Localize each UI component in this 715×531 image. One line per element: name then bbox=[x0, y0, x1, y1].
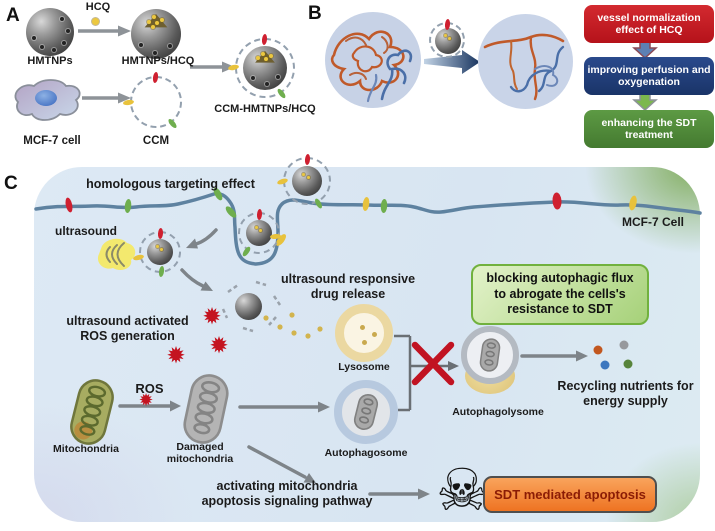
abnormal-vessels-image bbox=[324, 11, 422, 109]
ccm-hmtnps-hcq-label: CCM-HMTNPs/HCQ bbox=[214, 103, 316, 115]
autophagolysome-label: Autophagolysome bbox=[452, 406, 544, 418]
ccm-membrane-ring bbox=[122, 71, 182, 130]
apoptosis-pathway-label: activating mitochondria apoptosis signal… bbox=[201, 479, 373, 508]
panel-b-label: B bbox=[308, 3, 322, 24]
recycling-label: Recycling nutrients for energy supply bbox=[557, 379, 694, 408]
ccm-label: CCM bbox=[142, 135, 170, 147]
hmtnps-hcq-particle bbox=[131, 9, 181, 59]
damaged-mitochondria-illustration bbox=[174, 368, 238, 451]
flow-arrow-2-icon bbox=[632, 93, 658, 112]
targeting-particle bbox=[276, 153, 331, 210]
receptor-green-icon bbox=[167, 117, 178, 130]
mcf7-label: MCF-7 cell bbox=[23, 135, 81, 147]
hcq-label: HCQ bbox=[85, 1, 111, 13]
endocytosed-particle bbox=[238, 208, 282, 258]
lysosome-illustration bbox=[335, 304, 393, 362]
flow-box-vessel-normalization: vessel normalization effect of HCQ bbox=[584, 5, 714, 43]
autophagolysome-body bbox=[461, 326, 519, 384]
lysosome-label: Lysosome bbox=[338, 361, 390, 373]
flow-box-enhancing-sdt: enhancing the SDT treatment bbox=[584, 110, 714, 148]
ros-generation-label: ultrasound activated ROS generation bbox=[66, 314, 189, 343]
nucleus bbox=[35, 90, 57, 106]
ros-star-icon: ✹ bbox=[167, 345, 185, 367]
mitochondria-illustration bbox=[62, 373, 122, 452]
pore-icon bbox=[66, 29, 70, 33]
hmtnps-hcq-label: HMTNPs/HCQ bbox=[121, 55, 195, 67]
autophagolysome-illustration bbox=[458, 326, 524, 398]
particle-between-vessels bbox=[429, 18, 465, 58]
ultrasound-waves-icon bbox=[95, 237, 137, 271]
receptor-red-icon bbox=[304, 153, 311, 166]
mcf7-cell-illustration bbox=[8, 74, 84, 124]
pore-icon bbox=[52, 48, 56, 52]
hmtnps-label: HMTNPs bbox=[27, 55, 73, 67]
skull-crossbones-icon: ☠ bbox=[436, 458, 488, 523]
pore-icon bbox=[32, 36, 36, 40]
damaged-mitochondria-label: Damaged mitochondria bbox=[166, 441, 234, 466]
receptor-yellow-icon bbox=[227, 63, 240, 72]
particle-window bbox=[144, 13, 168, 28]
pore-icon bbox=[62, 41, 66, 45]
flow-arrow-1-icon bbox=[632, 41, 658, 60]
pore-icon bbox=[40, 45, 44, 49]
autophagosome-label: Autophagosome bbox=[324, 447, 408, 459]
drug-release-label: ultrasound responsive drug release bbox=[280, 272, 416, 301]
mcf7-cell-label: MCF-7 Cell bbox=[621, 215, 684, 229]
hcq-molecule-icon bbox=[92, 18, 99, 25]
panel-a-label: A bbox=[6, 5, 20, 26]
ccm-hmtnps-hcq-particle bbox=[227, 33, 295, 100]
autophagosome-illustration bbox=[334, 380, 398, 444]
normalized-vessels-image bbox=[477, 13, 574, 110]
ros-star-icon: ✹ bbox=[210, 335, 228, 357]
burst-particle bbox=[235, 293, 262, 320]
cytoplasm-particle bbox=[132, 227, 181, 278]
sdt-apoptosis-box: SDT mediated apoptosis bbox=[483, 476, 657, 513]
ros-label: ROS bbox=[135, 381, 164, 396]
receptor-green-icon bbox=[276, 87, 287, 100]
flow-box-perfusion: improving perfusion and oxygenation bbox=[584, 57, 714, 95]
receptor-red-icon bbox=[256, 208, 263, 221]
panel-c-label: C bbox=[4, 173, 18, 194]
hmtnps-particle bbox=[26, 8, 74, 56]
ros-star-icon: ✹ bbox=[203, 306, 221, 328]
receptor-red-icon bbox=[157, 227, 164, 240]
blocking-autophagy-box: blocking autophagic flux to abrogate the… bbox=[471, 264, 649, 325]
pore-icon bbox=[60, 17, 64, 21]
ros-star-icon: ✹ bbox=[139, 392, 153, 409]
receptor-red-icon bbox=[261, 33, 268, 46]
mitochondria-label: Mitochondria bbox=[53, 443, 119, 455]
receptor-red-icon bbox=[152, 71, 159, 84]
receptor-yellow-icon bbox=[122, 99, 135, 106]
homologous-targeting-label: homologous targeting effect bbox=[86, 177, 255, 191]
